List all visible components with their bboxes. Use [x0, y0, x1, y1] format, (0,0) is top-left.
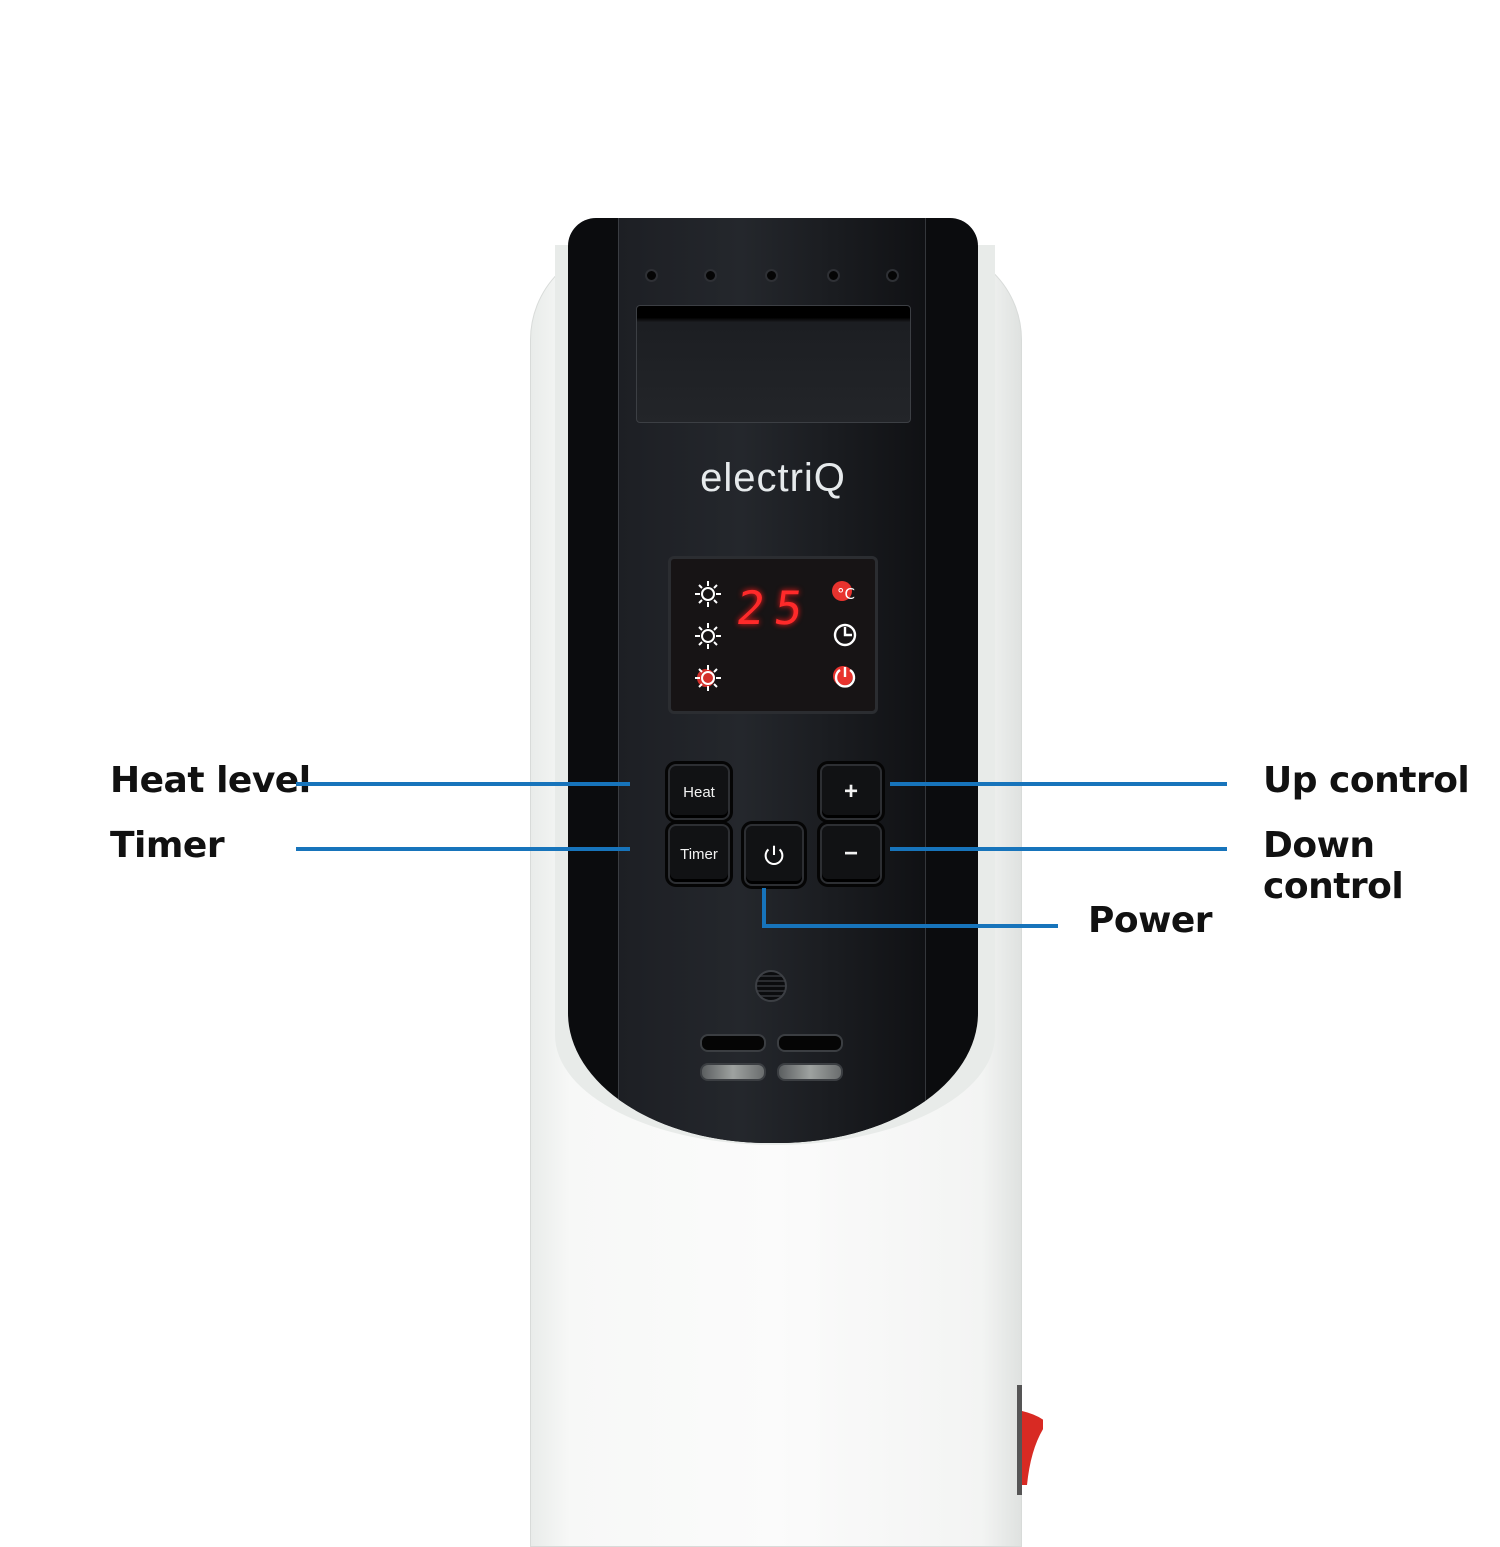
callout-line-heat	[296, 782, 630, 786]
brand-logo: electriQ	[700, 456, 846, 500]
led-display: 25 °C	[668, 556, 878, 714]
indicator-dot	[704, 269, 717, 282]
callout-up-control: Up control	[1263, 760, 1470, 801]
indicator-dot	[827, 269, 840, 282]
heat-button[interactable]: Heat	[668, 764, 730, 820]
callout-line-timer	[296, 847, 630, 851]
power-indicator-icon	[831, 663, 859, 691]
celsius-icon: °C	[831, 579, 859, 607]
callout-line-down	[890, 847, 1227, 851]
power-icon	[764, 845, 784, 865]
indicator-dot	[765, 269, 778, 282]
remote-receiver-window	[636, 305, 911, 423]
up-button[interactable]: +	[820, 764, 882, 820]
callout-line-up	[890, 782, 1227, 786]
rocker-switch[interactable]	[1017, 1385, 1047, 1495]
buzzer-grille	[755, 970, 787, 1002]
heat-level-1-icon	[693, 579, 723, 609]
callout-line-power-vertical	[762, 888, 766, 928]
svg-text:°C: °C	[837, 585, 855, 603]
indicator-dot	[645, 269, 658, 282]
callout-down-control: Down control	[1263, 825, 1404, 907]
temperature-readout: 25	[733, 581, 817, 635]
callout-power: Power	[1088, 900, 1213, 941]
down-button[interactable]: −	[820, 824, 882, 884]
heat-level-3-icon	[693, 663, 723, 693]
power-button[interactable]	[744, 824, 804, 886]
clock-icon	[831, 621, 859, 649]
control-panel: electriQ 25 °C Heat Timer + −	[568, 218, 978, 1143]
callout-timer: Timer	[110, 825, 225, 866]
vent-slot	[777, 1063, 843, 1081]
callout-heat-level: Heat level	[110, 760, 311, 801]
callout-line-power	[762, 924, 1058, 928]
vent-slot	[700, 1034, 766, 1052]
heat-level-2-icon	[693, 621, 723, 651]
vent-slot	[777, 1034, 843, 1052]
indicator-dot	[886, 269, 899, 282]
vent-slot	[700, 1063, 766, 1081]
timer-button[interactable]: Timer	[668, 824, 730, 884]
